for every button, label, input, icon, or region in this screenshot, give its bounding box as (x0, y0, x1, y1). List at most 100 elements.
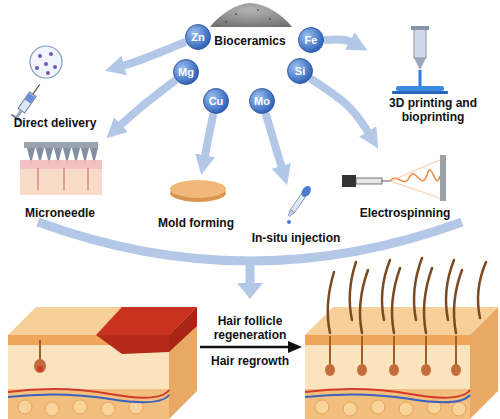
flow-arrow (204, 114, 214, 163)
hair-strand (414, 258, 422, 320)
jet-cone (390, 181, 440, 198)
element-circle: Fe (298, 27, 324, 53)
skin-epidermis (20, 160, 102, 169)
syringe-liquid (25, 93, 35, 104)
powder-grain (257, 9, 259, 11)
element-symbol: Fe (305, 34, 318, 46)
pump-body (342, 175, 356, 187)
flow-arrow (310, 79, 371, 139)
ink-stream (419, 70, 422, 86)
particle-dot (49, 52, 53, 56)
element-symbol: Zn (191, 31, 204, 43)
drop (287, 220, 291, 224)
element-disc (174, 60, 199, 85)
element-disc (288, 59, 313, 84)
powder-pile (210, 3, 292, 27)
merge-arrow-shaft (246, 260, 255, 284)
follicle-bulb (389, 364, 399, 376)
fat-cell (343, 402, 357, 416)
syringe-needle (33, 84, 40, 94)
syringe-barrel (18, 92, 36, 113)
flow-arrow (115, 80, 176, 130)
element-disc (299, 28, 324, 53)
element-disc (186, 25, 211, 50)
spinneret (382, 181, 390, 182)
follicle-line (37, 168, 39, 190)
method-label: Mold forming (158, 216, 234, 230)
method-label: In-situ injection (252, 231, 341, 245)
hair-strand (360, 270, 368, 333)
printer-cap (411, 26, 429, 30)
fat-cell (101, 402, 115, 416)
follicle-bulb (325, 364, 335, 376)
material-label: Bioceramics (208, 34, 292, 48)
skin-side (470, 307, 498, 419)
particle-dot (35, 66, 39, 70)
dropper-bulb (299, 184, 312, 198)
follicles (325, 336, 461, 376)
hair-strands (328, 258, 486, 333)
fat-cell (452, 402, 466, 416)
follicle-shaft (39, 340, 41, 362)
blood-vessel (8, 394, 169, 402)
skin-dermis (20, 169, 102, 195)
element-symbol: Mo (254, 95, 270, 107)
follicle-shaft (425, 336, 427, 366)
wound-front (96, 335, 169, 354)
fat-cell (18, 400, 32, 414)
method-label: Microneedle (25, 206, 95, 220)
particle-dot (53, 65, 57, 69)
dropper-icon (286, 184, 313, 218)
spinning-syringe (356, 178, 382, 184)
follicle-line (63, 168, 65, 190)
follicle-bulb (34, 359, 46, 373)
fat-cell (45, 402, 59, 416)
element-circle: Mo (249, 88, 275, 114)
merge-arrow-head (237, 283, 263, 299)
blood-vessel (305, 394, 470, 402)
follicle-shaft (455, 336, 457, 366)
element-circle: Cu (203, 88, 229, 114)
element-disc (204, 89, 229, 114)
powder-grain (235, 13, 237, 15)
element-disc (250, 89, 275, 114)
method-label: Direct delivery (14, 116, 97, 130)
method-label: Electrospinning (360, 206, 451, 220)
hair-strand (350, 262, 356, 320)
printer-nozzle (414, 58, 426, 70)
hair-strand (478, 262, 486, 318)
hair-strand (424, 268, 432, 333)
method-node: Mold forming (150, 175, 242, 230)
patch-base (24, 142, 98, 148)
hair-strand (454, 270, 462, 333)
skin-hypodermis (305, 389, 470, 419)
molded-disc (170, 180, 226, 198)
element-symbol: Si (295, 65, 305, 77)
powder-grain (225, 21, 227, 23)
follicle-bulb (451, 364, 461, 376)
fat-cell (73, 400, 87, 414)
follicle-bulb (357, 364, 367, 376)
method-node: Electrospinning (340, 148, 470, 220)
skin-hypodermis (8, 389, 169, 419)
element-circle: Mg (173, 59, 199, 85)
fat-cell (371, 400, 385, 414)
method-label: 3D printing and bioprinting (377, 96, 489, 124)
particle-dot (46, 71, 50, 75)
skin-top (305, 307, 498, 335)
dermal-papilla (37, 366, 43, 372)
jet-cone (390, 160, 440, 181)
particle-dot (38, 54, 42, 58)
wound-side (169, 307, 197, 352)
particle-dish (30, 46, 62, 78)
process-arrow-head (288, 341, 302, 353)
method-node: Direct delivery (5, 42, 105, 130)
element-circle: Zn (185, 24, 211, 50)
printed-layer (396, 86, 444, 91)
process-arrow (200, 346, 290, 349)
fat-cell (315, 400, 329, 414)
flow-arrow (324, 39, 357, 44)
skin-top (8, 307, 197, 335)
powder-grain (269, 18, 271, 20)
